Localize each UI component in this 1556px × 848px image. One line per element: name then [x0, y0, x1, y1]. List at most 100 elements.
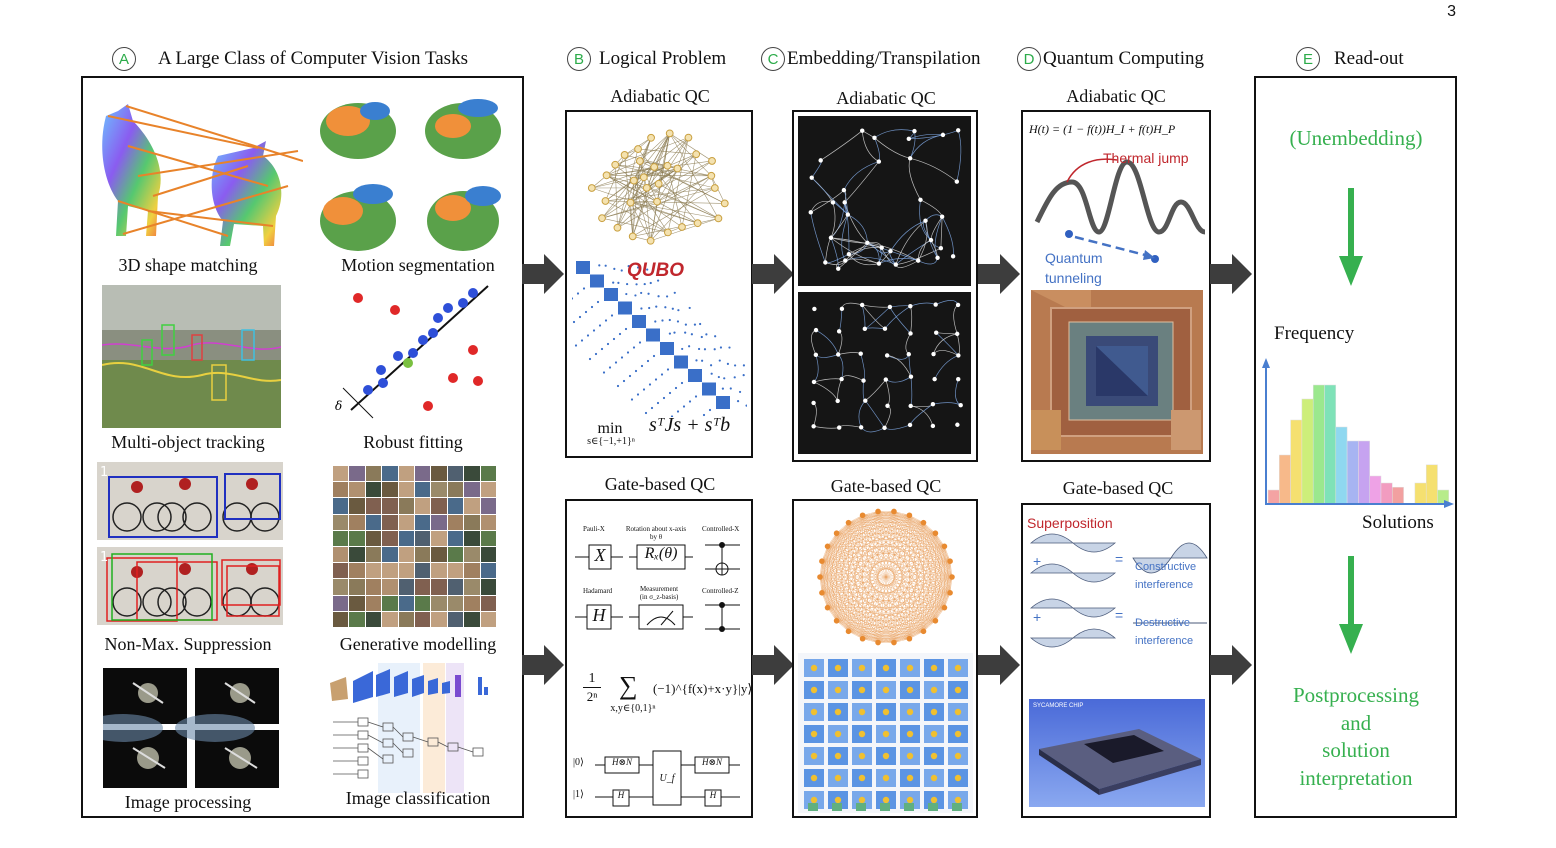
rotation-gate: Rₓ(θ) [644, 545, 678, 562]
generated-sample-tile [414, 466, 431, 482]
generated-sample-tile [447, 611, 464, 627]
arrow-d-e-top [1210, 254, 1252, 294]
embedding-image-bottom [798, 292, 971, 454]
generated-sample-tile [349, 595, 365, 611]
image-classification-caption: Image classification [345, 788, 491, 808]
histogram-bar [1392, 486, 1404, 505]
histogram-bar [1335, 426, 1348, 505]
generated-sample-tile [414, 579, 431, 595]
generated-sample-tile [464, 546, 480, 563]
generated-sample-tile [464, 611, 480, 627]
generated-sample-tile [333, 514, 349, 530]
sycamore-chip-image [1029, 699, 1205, 807]
generated-sample-tile [447, 579, 464, 595]
shape-matching-image [102, 104, 303, 246]
solutions-histogram [1262, 358, 1454, 508]
generated-sample-tile [349, 611, 365, 627]
min-label: min [597, 420, 623, 437]
image-processing-caption: Image processing [124, 792, 252, 812]
arrow-c-d-top [978, 254, 1020, 294]
destructive-label-2: interference [1135, 635, 1194, 647]
generated-sample-tile [398, 514, 414, 530]
hadamard-gate: H [592, 605, 606, 625]
generated-sample-tile [431, 482, 447, 498]
robust-fitting-image: δ [335, 285, 489, 419]
histogram-bar [1346, 440, 1359, 505]
qubo-label: QUBO [627, 260, 684, 281]
histogram-bar [1324, 384, 1337, 505]
histogram-bar [1358, 440, 1370, 505]
generated-sample-tile [382, 579, 398, 595]
generated-sample-tile [414, 546, 431, 563]
pauli-x-gate: X [594, 545, 606, 565]
generated-sample-tile [333, 595, 349, 611]
generated-sample-tile [414, 530, 431, 546]
logical-adiabatic-title: Adiabatic QC [610, 86, 710, 106]
generated-sample-tile [398, 579, 414, 595]
postprocessing-line-1: Postprocessing [1293, 683, 1419, 707]
complete-graph-image [817, 508, 955, 646]
arrow-c-d-bottom [978, 645, 1020, 685]
circuit-ket0: |0⟩ [573, 757, 584, 768]
postprocessing-block: Postprocessing and solution interpretati… [1256, 682, 1456, 792]
qc-adiabatic-panel: H(t) = (1 − f(t))H_I + f(t)H_P Thermal j… [1021, 110, 1211, 462]
generated-sample-tile [447, 595, 464, 611]
postprocessing-line-2: and [1340, 710, 1372, 735]
arrow-a-b-bottom [522, 645, 564, 685]
interference-diagram [1029, 533, 1208, 648]
generative-caption: Generative modelling [339, 634, 497, 654]
generated-sample-tile [431, 498, 447, 514]
postprocessing-line-3: solution [1322, 738, 1390, 762]
unembedding-label: (Unembedding) [1289, 126, 1423, 150]
arrow-b-c-top [752, 254, 794, 294]
generated-sample-tile [382, 530, 398, 546]
generated-sample-tile [349, 466, 365, 482]
section-b-title: Logical Problem [599, 48, 727, 69]
generated-sample-tile [447, 498, 464, 514]
generated-sample-tile [333, 530, 349, 546]
generated-sample-tile [365, 466, 382, 482]
histogram-bar [1267, 489, 1280, 505]
rotation-title: Rotation about x-axis [625, 525, 687, 533]
equals-sign-2: = [1115, 607, 1124, 623]
embedding-adiabatic-title: Adiabatic QC [836, 88, 936, 108]
sycamore-chip-label: SYCAMORE CHIP [1033, 703, 1084, 709]
generated-sample-tile [365, 595, 382, 611]
constructive-label-1: Constructive [1135, 561, 1197, 573]
section-c-header: C Embedding/Transpilation [761, 46, 981, 72]
logical-gate-panel: Pauli-X Rotation about x-axis by θ Contr… [565, 499, 753, 818]
histogram-bar [1301, 398, 1314, 505]
generated-sample-tile [464, 498, 480, 514]
formula-numerator: 1 [583, 671, 601, 688]
histogram-bar [1414, 482, 1427, 505]
solutions-label: Solutions [1362, 512, 1434, 533]
generated-sample-tile [333, 498, 349, 514]
generated-sample-tile [382, 595, 398, 611]
section-e-letter: E [1296, 47, 1320, 71]
formula-sum-sub: x,y∈{0,1}ⁿ [610, 703, 656, 714]
generated-sample-tile [447, 546, 464, 563]
gate-row-2 [575, 602, 740, 632]
measure-subtitle: (in σ_z-basis) [639, 593, 679, 601]
generated-sample-tile [464, 595, 480, 611]
qubo-matrix-image [572, 261, 747, 417]
tracking-caption: Multi-object tracking [111, 432, 265, 452]
qubit-lattice-image [798, 653, 973, 813]
section-a-letter: A [112, 47, 136, 71]
generated-sample-tile [382, 482, 398, 498]
embedding-gate-panel [792, 499, 978, 818]
hamiltonian-formula: H(t) = (1 − f(t))H_I + f(t)H_P [1029, 122, 1176, 136]
generated-sample-tile [431, 563, 447, 579]
shape-matching-caption: 3D shape matching [118, 255, 258, 275]
thermal-jump-label: Thermal jump [1103, 150, 1189, 166]
plus-sign-1: + [1033, 553, 1042, 569]
generated-sample-tile [431, 611, 447, 627]
circuit-hn-1: H⊗N [611, 757, 633, 767]
generated-sample-tile [349, 563, 365, 579]
section-c-letter: C [761, 47, 785, 71]
qc-adiabatic-title: Adiabatic QC [1066, 86, 1166, 106]
section-a-title: A Large Class of Computer Vision Tasks [158, 48, 468, 69]
destructive-label-1: Destructive [1135, 617, 1191, 629]
generated-sample-tile [365, 514, 382, 530]
generated-sample-tile [365, 530, 382, 546]
